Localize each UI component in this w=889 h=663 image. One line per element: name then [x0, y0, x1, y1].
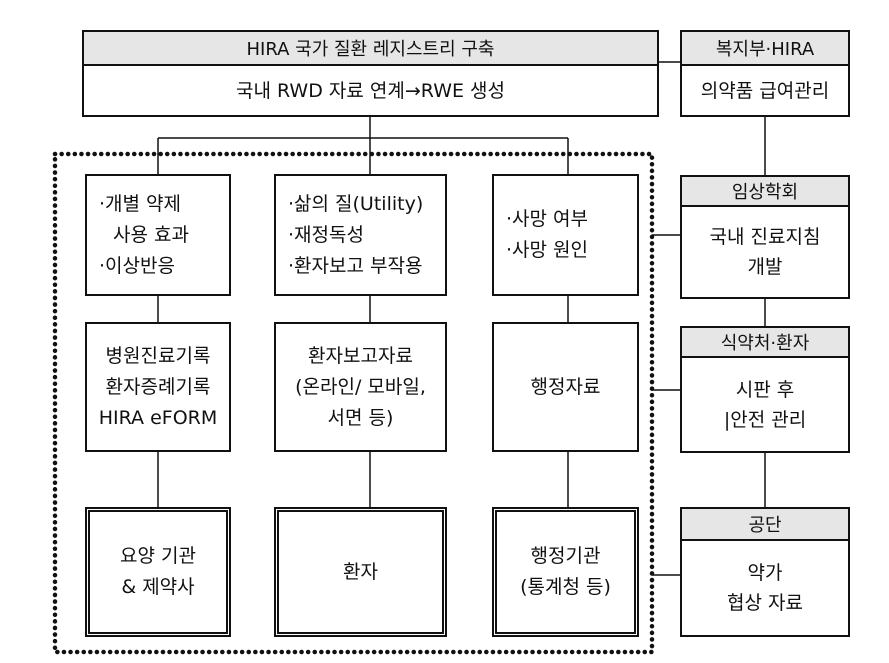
right-box-mfds-header: 식약처·환자	[682, 328, 848, 358]
registry-title: HIRA 국가 질환 레지스트리 구축	[84, 32, 657, 66]
right-box-mfds-body: 시판 후 |안전 관리	[723, 378, 807, 431]
data-box-1: 병원진료기록 환자증례기록 HIRA eFORM	[85, 322, 231, 452]
right-box-welfare: 복지부·HIRA 의약품 급여관리	[680, 30, 850, 117]
right-box-welfare-header: 복지부·HIRA	[682, 32, 848, 66]
right-box-clinical-header: 임상학회	[682, 177, 848, 207]
right-box-nhis: 공단 약가 협상 자료	[680, 507, 850, 637]
right-box-mfds: 식약처·환자 시판 후 |안전 관리	[680, 326, 850, 453]
data-box-3: 행정자료	[492, 322, 639, 452]
registry-box: HIRA 국가 질환 레지스트리 구축 국내 RWD 자료 연계→RWE 생성	[82, 30, 659, 117]
right-box-nhis-body: 약가 협상 자료	[727, 562, 803, 614]
source-box-1: 요양 기관 & 제약사	[85, 507, 231, 637]
outcome-box-3: ·사망 여부 ·사망 원인	[492, 174, 639, 296]
data-box-2: 환자보고자료 (온라인/ 모바일, 서면 등)	[274, 322, 447, 452]
right-box-clinical: 임상학회 국내 진료지침 개발	[680, 175, 850, 299]
registry-subtitle: 국내 RWD 자료 연계→RWE 생성	[236, 79, 505, 102]
dotted-frame	[52, 151, 655, 655]
right-box-nhis-header: 공단	[682, 509, 848, 541]
outcome-box-1: ·개별 약제 사용 효과 ·이상반응	[85, 174, 231, 296]
source-box-2: 환자	[274, 507, 447, 637]
right-box-clinical-body: 국내 진료지침 개발	[709, 226, 821, 278]
outcome-box-2: ·삶의 질(Utility) ·재정독성 ·환자보고 부작용	[274, 174, 447, 296]
right-box-welfare-body: 의약품 급여관리	[700, 79, 830, 102]
source-box-3: 행정기관 (통계청 등)	[492, 507, 639, 637]
